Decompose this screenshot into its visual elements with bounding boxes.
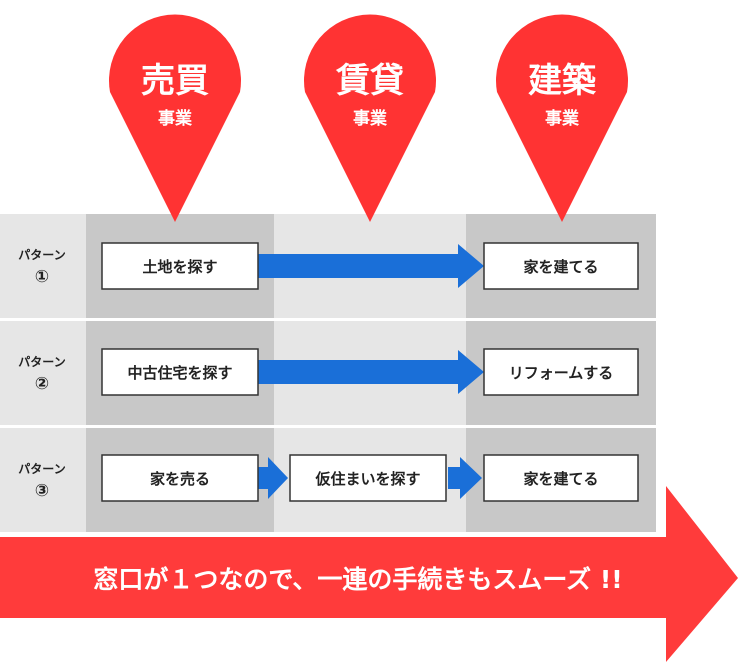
banner-arrow: [0, 486, 738, 662]
row-1-step-1-label: 土地を探す: [142, 258, 217, 276]
pin-rental: 賃貸 事業: [304, 14, 436, 223]
row-3-step-2-label: 仮住まいを探す: [314, 470, 420, 488]
row-3-label-cell: [0, 428, 86, 532]
pin-rental-sub: 事業: [353, 108, 387, 129]
row-3-step-2: 仮住まいを探す: [289, 454, 447, 502]
row-3-pattern-num: ③: [35, 481, 49, 501]
row-3-step-2-box: [289, 454, 447, 502]
row-1-flow-arrow: [258, 244, 484, 288]
row-1-label-cell: [0, 214, 86, 318]
pin-sales-sub: 事業: [158, 108, 192, 129]
pin-sales-title: 売買: [141, 61, 209, 101]
row-3-step-3-box: [483, 454, 639, 502]
row-2-step-2: リフォームする: [483, 348, 639, 396]
row-2-pattern-label: パターン: [18, 355, 65, 369]
pin-rental-shape: [304, 14, 436, 223]
row-3-step-3-label: 家を建てる: [523, 470, 598, 488]
row-1-step-2-label: 家を建てる: [523, 258, 598, 276]
row-1-pattern-num: ①: [35, 267, 49, 287]
row-2-step-2-label: リフォームする: [509, 364, 614, 382]
pin-build-title: 建築: [528, 61, 597, 101]
row-3-step-1: 家を売る: [101, 454, 259, 502]
pin-sales-shape: [109, 14, 242, 223]
row-3-step-1-label: 家を売る: [150, 470, 210, 488]
pin-build-sub: 事業: [545, 108, 579, 129]
row-2-step-1-box: [101, 348, 259, 396]
banner-text: 窓口が１つなので、一連の手続きもスムーズ !!: [93, 565, 622, 594]
row-1-step-1-box: [101, 242, 259, 290]
row-3-flow-arrow-2: [448, 457, 482, 499]
row-2-pattern-num: ②: [35, 374, 49, 394]
row-1-pattern-label: パターン: [18, 248, 65, 262]
pin-rental-title: 賃貸: [335, 61, 404, 101]
pin-build-shape: [496, 14, 629, 222]
row-3-pattern-label: パターン: [18, 462, 65, 476]
row-2-label-cell: [0, 321, 86, 425]
pin-sales: 売買 事業: [109, 14, 242, 223]
row-2-flow-arrow: [258, 350, 484, 394]
row-2-step-1: 中古住宅を探す: [101, 348, 259, 396]
row-2-step-1-label: 中古住宅を探す: [127, 364, 232, 382]
row-3-flow-arrow-1: [258, 457, 288, 499]
row-1-step-1: 土地を探す: [101, 242, 259, 290]
row-3-step-3: 家を建てる: [483, 454, 639, 502]
row-2-step-2-box: [483, 348, 639, 396]
row-1-step-2-box: [483, 242, 639, 290]
pin-build: 建築 事業: [496, 14, 629, 222]
row-3-step-1-box: [101, 454, 259, 502]
row-1-step-2: 家を建てる: [483, 242, 639, 290]
